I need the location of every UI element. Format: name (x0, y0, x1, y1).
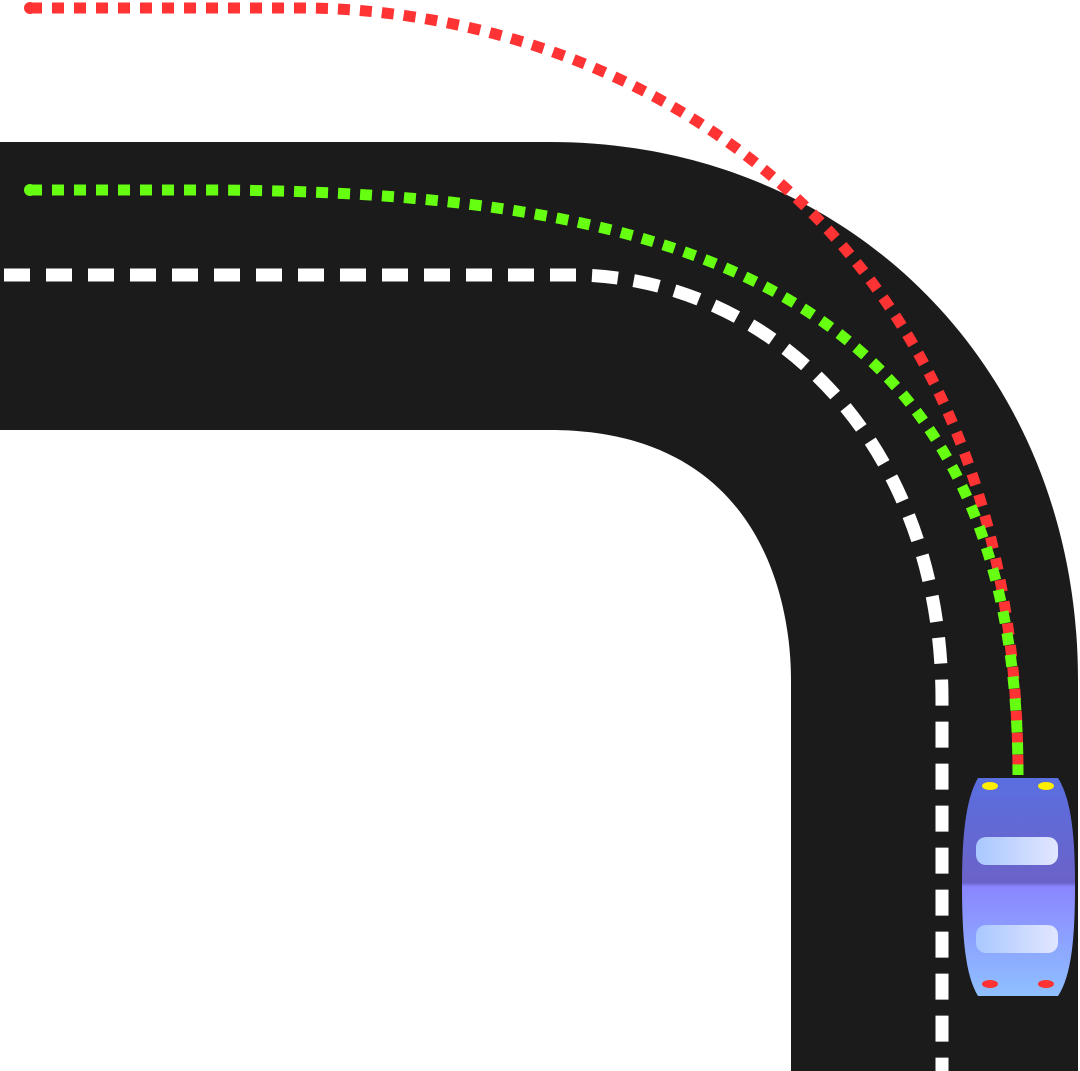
taillight-icon (982, 980, 998, 988)
curved-road (0, 142, 1078, 1071)
car-top-view (962, 778, 1075, 996)
car-windshield (976, 837, 1058, 865)
trajectory-start-dot (24, 2, 36, 14)
car-rear-window (976, 925, 1058, 953)
taillight-icon (1038, 980, 1054, 988)
headlight-icon (982, 782, 998, 790)
predicted-trajectory-inner (30, 184, 1024, 776)
car-body (962, 778, 1075, 996)
trajectory-start-dot (24, 184, 36, 196)
predicted-trajectory-outer (30, 2, 1024, 776)
dashed-lane-divider (4, 268, 949, 1071)
headlight-icon (1038, 782, 1054, 790)
